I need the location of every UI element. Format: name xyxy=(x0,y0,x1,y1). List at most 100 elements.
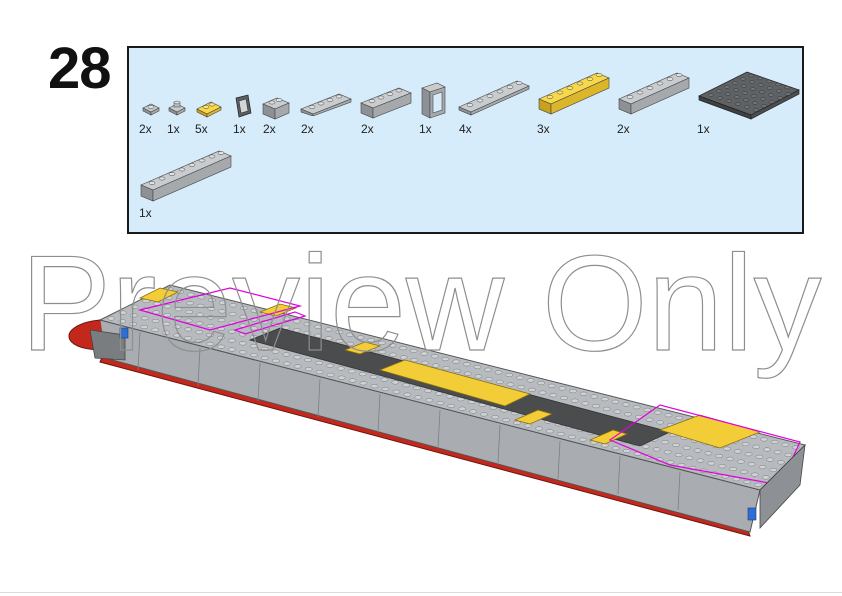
stud xyxy=(399,355,408,360)
stud xyxy=(162,330,170,335)
page-divider xyxy=(0,592,842,593)
stud xyxy=(579,391,588,396)
part-qty: 1x xyxy=(419,122,432,136)
stud xyxy=(186,292,195,297)
stud xyxy=(758,465,767,470)
stud xyxy=(447,403,456,408)
stud xyxy=(557,432,565,437)
jumper-1x2-gray-icon xyxy=(167,100,187,116)
stud xyxy=(260,355,269,360)
stud xyxy=(346,332,354,337)
part-qty: 1x xyxy=(167,122,180,136)
stud xyxy=(218,309,226,314)
stud xyxy=(370,384,379,389)
stud xyxy=(622,402,630,407)
stud xyxy=(622,448,631,453)
stud xyxy=(528,387,536,392)
stud xyxy=(743,479,752,484)
stud xyxy=(661,440,669,445)
stud xyxy=(271,358,280,363)
stud xyxy=(707,461,716,466)
stud xyxy=(304,358,312,363)
watermark-text: Preview Only xyxy=(20,232,821,379)
stud xyxy=(770,439,779,444)
stud xyxy=(537,381,545,386)
stud xyxy=(140,316,149,321)
stud xyxy=(653,447,661,452)
stud xyxy=(769,467,778,472)
stud xyxy=(335,339,344,344)
stud xyxy=(163,313,171,318)
stud xyxy=(304,367,313,372)
stud xyxy=(517,385,526,390)
stud xyxy=(718,464,727,469)
stud xyxy=(421,360,429,365)
stud xyxy=(402,383,411,388)
stud xyxy=(431,354,439,359)
stud xyxy=(751,472,759,477)
stud xyxy=(130,313,138,318)
stud xyxy=(664,413,673,418)
stud xyxy=(755,454,764,459)
stud xyxy=(642,444,650,449)
part-qty: 2x xyxy=(361,122,374,136)
stud xyxy=(442,366,451,371)
step-number: 28 xyxy=(48,36,112,101)
stud xyxy=(217,318,226,323)
stud xyxy=(495,379,504,384)
stud xyxy=(760,437,768,442)
stud xyxy=(315,360,323,365)
stud xyxy=(335,330,344,335)
stud xyxy=(474,374,483,379)
stud xyxy=(579,437,587,442)
stud xyxy=(413,385,421,390)
stud xyxy=(173,333,181,338)
assembled-train-model xyxy=(68,284,806,537)
stud xyxy=(747,462,756,467)
stud xyxy=(654,410,662,415)
stud xyxy=(107,316,116,321)
stud xyxy=(196,312,204,317)
stud xyxy=(546,429,554,434)
part-qty: 3x xyxy=(537,122,550,136)
stud xyxy=(250,353,258,358)
stud xyxy=(174,307,183,312)
stud xyxy=(326,372,335,377)
stud xyxy=(162,321,171,326)
stud xyxy=(502,417,510,422)
brick-1x6-yellow-icon xyxy=(537,70,611,116)
stud xyxy=(611,446,620,451)
door-frame-icon xyxy=(419,82,447,120)
stud xyxy=(452,359,461,364)
stud xyxy=(314,333,323,338)
stud xyxy=(752,444,761,449)
stud xyxy=(151,319,160,324)
stud xyxy=(207,306,216,311)
stud xyxy=(250,308,259,313)
stud xyxy=(682,445,691,450)
stud xyxy=(409,348,418,353)
brick-1x6-gray-icon xyxy=(617,70,691,116)
stud xyxy=(436,401,445,406)
stud xyxy=(781,442,790,447)
stud xyxy=(431,363,440,368)
stud xyxy=(174,315,182,320)
stud xyxy=(249,326,258,331)
stud xyxy=(549,393,558,398)
stud xyxy=(526,378,535,383)
stud xyxy=(239,350,247,355)
stud xyxy=(195,330,203,335)
plate-1x1-gray-icon xyxy=(141,102,161,116)
stud xyxy=(675,415,683,420)
stud xyxy=(558,386,567,391)
stud xyxy=(314,324,322,329)
stud xyxy=(282,361,291,366)
stud xyxy=(666,460,675,465)
stud xyxy=(356,335,365,340)
stud xyxy=(663,450,672,455)
stud xyxy=(282,316,291,321)
stud xyxy=(524,423,532,428)
stud xyxy=(206,341,214,346)
stud xyxy=(185,309,193,314)
stud xyxy=(420,351,429,356)
